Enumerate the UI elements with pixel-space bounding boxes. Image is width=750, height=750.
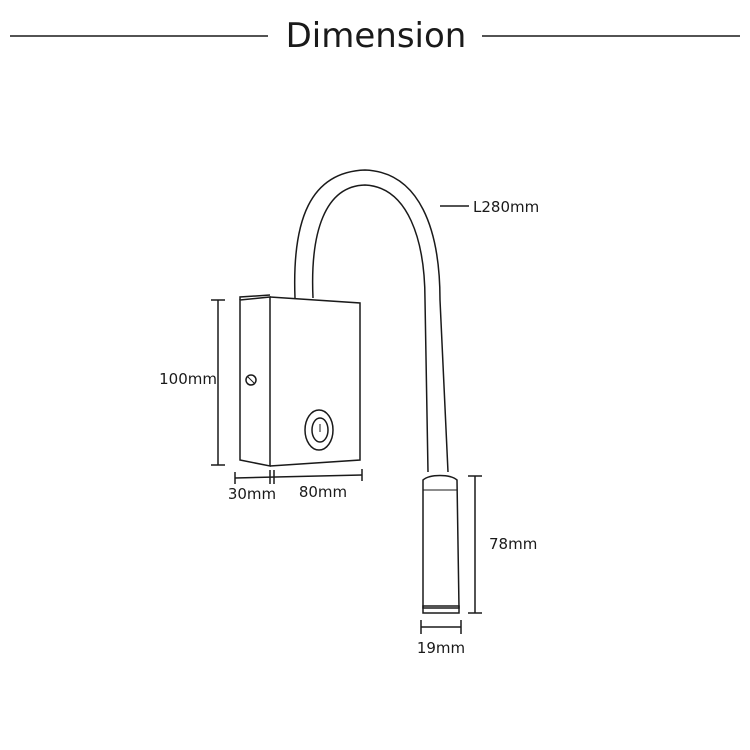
dim-gooseneck: L280mm	[440, 198, 539, 216]
dim-height-box: 100mm	[159, 299, 225, 466]
dim-width-box: 30mm 80mm	[228, 469, 363, 503]
header: Dimension	[10, 16, 740, 56]
label-width-box: 80mm	[299, 483, 347, 501]
page-title: Dimension	[286, 16, 467, 56]
dim-head-length: 78mm	[468, 475, 537, 614]
label-head-diameter: 19mm	[417, 639, 465, 657]
lamp-head	[422, 474, 460, 609]
gooseneck-outer	[293, 169, 449, 473]
label-depth-box: 30mm	[228, 485, 276, 503]
screw-slot	[247, 376, 255, 384]
switch-icon	[304, 409, 334, 451]
box-front-face	[269, 296, 361, 467]
box-top-edge	[239, 294, 271, 300]
lamp-drawing	[239, 169, 460, 614]
screw-icon	[245, 374, 257, 386]
label-head-length: 78mm	[489, 535, 537, 553]
lamp-head-base	[422, 605, 460, 614]
dim-head-diameter: 19mm	[417, 620, 465, 657]
label-height-box: 100mm	[159, 370, 217, 388]
label-gooseneck: L280mm	[473, 198, 539, 216]
gooseneck-inner	[311, 184, 429, 473]
